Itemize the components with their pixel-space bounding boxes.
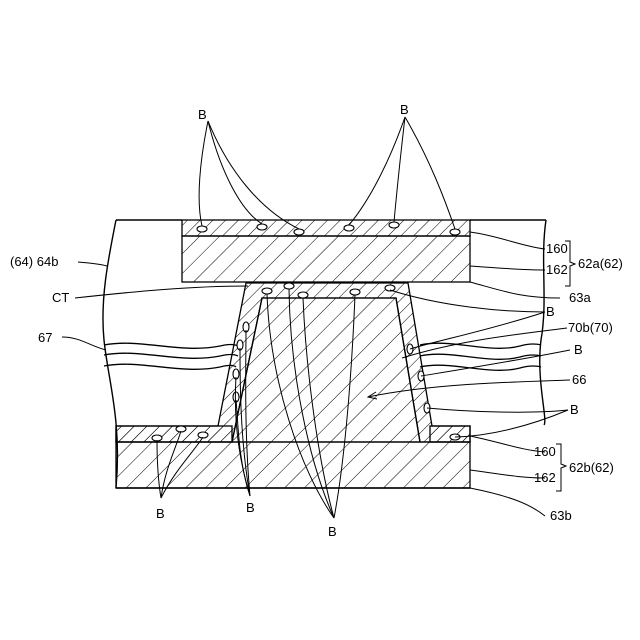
label-b-right-1: B <box>546 304 555 319</box>
label-b-bottom-left: B <box>156 506 165 521</box>
top-layer-162 <box>182 236 470 282</box>
label-b-right-3: B <box>570 402 579 417</box>
label-63b: 63b <box>550 508 572 523</box>
label-162-bottom: 162 <box>534 470 556 485</box>
top-layer-62a <box>182 220 470 282</box>
label-160-bottom: 160 <box>534 444 556 459</box>
label-b-right-2: B <box>574 342 583 357</box>
top-layer-160 <box>182 220 470 236</box>
label-162-top: 162 <box>546 262 568 277</box>
label-66: 66 <box>572 372 586 387</box>
label-62a: 62a(62) <box>578 256 623 271</box>
label-b-top-right: B <box>400 102 409 117</box>
label-63a: 63a <box>569 290 591 305</box>
label-b-bottom-center: B <box>328 524 337 539</box>
label-67: 67 <box>38 330 52 345</box>
label-62b: 62b(62) <box>569 460 614 475</box>
label-b-top-left: B <box>198 107 207 122</box>
label-160-top: 160 <box>546 241 568 256</box>
label-ct: CT <box>52 290 69 305</box>
via-fill-66 <box>232 298 420 442</box>
label-board-64b: (64) 64b <box>10 254 58 269</box>
label-70b: 70b(70) <box>568 320 613 335</box>
label-b-bottom-mid: B <box>246 500 255 515</box>
braces <box>556 241 575 491</box>
